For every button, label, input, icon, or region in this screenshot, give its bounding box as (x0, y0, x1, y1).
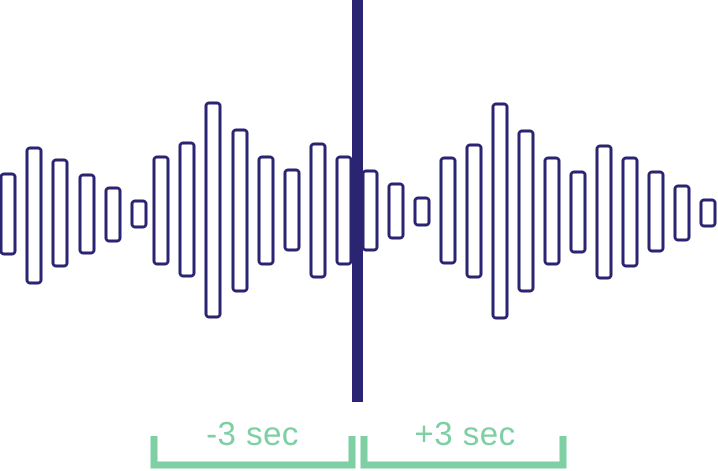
waveform-bar (465, 143, 483, 279)
waveform-bar (25, 146, 43, 285)
waveform-bar (0, 172, 17, 256)
after-interval-bracket (360, 436, 567, 469)
waveform-bar (335, 155, 353, 266)
waveform-bar (283, 168, 301, 252)
waveform-bar (543, 156, 561, 266)
waveform-bars (0, 101, 717, 320)
waveform-bar (595, 144, 613, 280)
after-interval-label: +3 sec (414, 415, 516, 452)
waveform-bar (130, 199, 148, 229)
waveform-bar (413, 196, 431, 227)
waveform-bar (491, 102, 509, 320)
waveform-bar (204, 101, 222, 319)
interval-brackets (150, 436, 567, 469)
before-interval-label: -3 sec (206, 415, 299, 452)
waveform-bar (673, 184, 691, 242)
waveform-bar (387, 182, 405, 240)
waveform-bar (647, 170, 665, 253)
waveform-bar (361, 169, 379, 252)
waveform-bar (104, 186, 122, 243)
waveform-bar (569, 170, 587, 254)
before-interval-bracket (150, 436, 356, 469)
waveform-bar (178, 141, 196, 278)
waveform-bar (309, 142, 327, 279)
waveform-bar (152, 155, 170, 266)
waveform-bar (257, 155, 275, 266)
waveform-bar (78, 173, 96, 255)
waveform-bar (51, 158, 69, 268)
waveform-bar (231, 128, 249, 293)
waveform-bar (621, 156, 639, 268)
waveform-bar (439, 156, 457, 265)
waveform-bar (517, 129, 535, 293)
waveform-bar (699, 198, 717, 228)
playhead-marker (352, 0, 363, 402)
